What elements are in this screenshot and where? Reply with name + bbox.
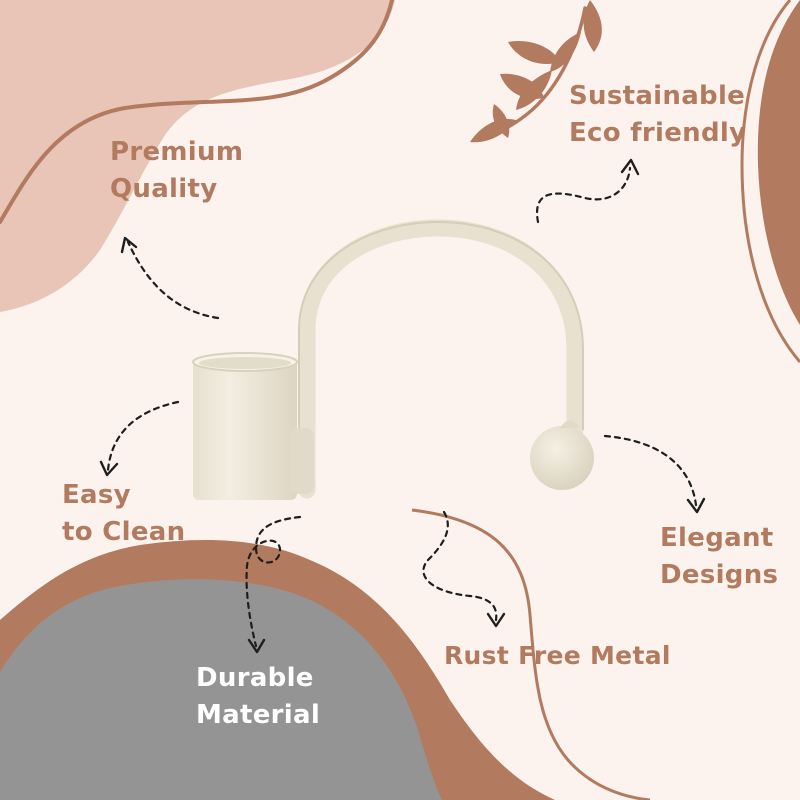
feature-premium-quality: Premium Quality — [110, 134, 243, 208]
feature-easy-clean: Easy to Clean — [62, 477, 185, 551]
right-arc-band — [757, 0, 800, 325]
arrow-sustainable — [535, 166, 632, 224]
arrowhead-premium — [120, 236, 138, 254]
feature-label-line: Elegant — [660, 523, 774, 553]
feature-rust-free: Rust Free Metal — [444, 637, 671, 674]
arrowhead-elegant — [686, 497, 706, 514]
arrowhead-sustainable — [620, 158, 640, 176]
feature-label-line: Rust Free Metal — [444, 641, 671, 670]
feature-label-line: to Clean — [62, 517, 186, 547]
feature-label-line: Premium — [110, 137, 244, 167]
bottom-grey-blob — [0, 579, 442, 800]
arrowhead-easy-clean — [99, 460, 119, 477]
feature-sustainable: Sustainable Eco friendly — [569, 78, 746, 152]
feature-label-line: Durable — [196, 663, 314, 693]
arrow-elegant — [603, 434, 698, 507]
cup-joint — [290, 428, 314, 494]
feature-label-line: Material — [196, 700, 321, 730]
ball-neck — [560, 420, 580, 428]
arrowhead-rust-free — [486, 612, 506, 628]
feature-durable: Durable Material — [196, 660, 320, 734]
arch-stem — [298, 219, 584, 499]
arrow-easy-clean — [106, 400, 180, 472]
right-swoosh — [740, 0, 800, 363]
leaf-sprig-icon — [470, 0, 602, 143]
feature-elegant: Elegant Designs — [660, 520, 778, 594]
candle-cup — [193, 360, 297, 500]
feature-label-line: Sustainable — [569, 81, 746, 111]
arrow-rust-free — [422, 510, 498, 622]
top-left-blob — [0, 0, 395, 312]
feature-label-line: Quality — [110, 174, 218, 204]
feature-label-line: Easy — [62, 480, 131, 510]
arch-shadow — [298, 220, 584, 490]
arrow-durable — [245, 515, 302, 648]
bottom-swoosh — [411, 508, 651, 800]
top-left-swoosh — [0, 0, 394, 224]
candle-cup-inner — [199, 357, 291, 369]
arrow-premium-quality — [126, 240, 220, 320]
ball-finial — [530, 426, 594, 490]
feature-label-line: Designs — [660, 560, 779, 590]
feature-label-line: Eco friendly — [569, 118, 747, 148]
arrowhead-durable — [247, 638, 266, 654]
